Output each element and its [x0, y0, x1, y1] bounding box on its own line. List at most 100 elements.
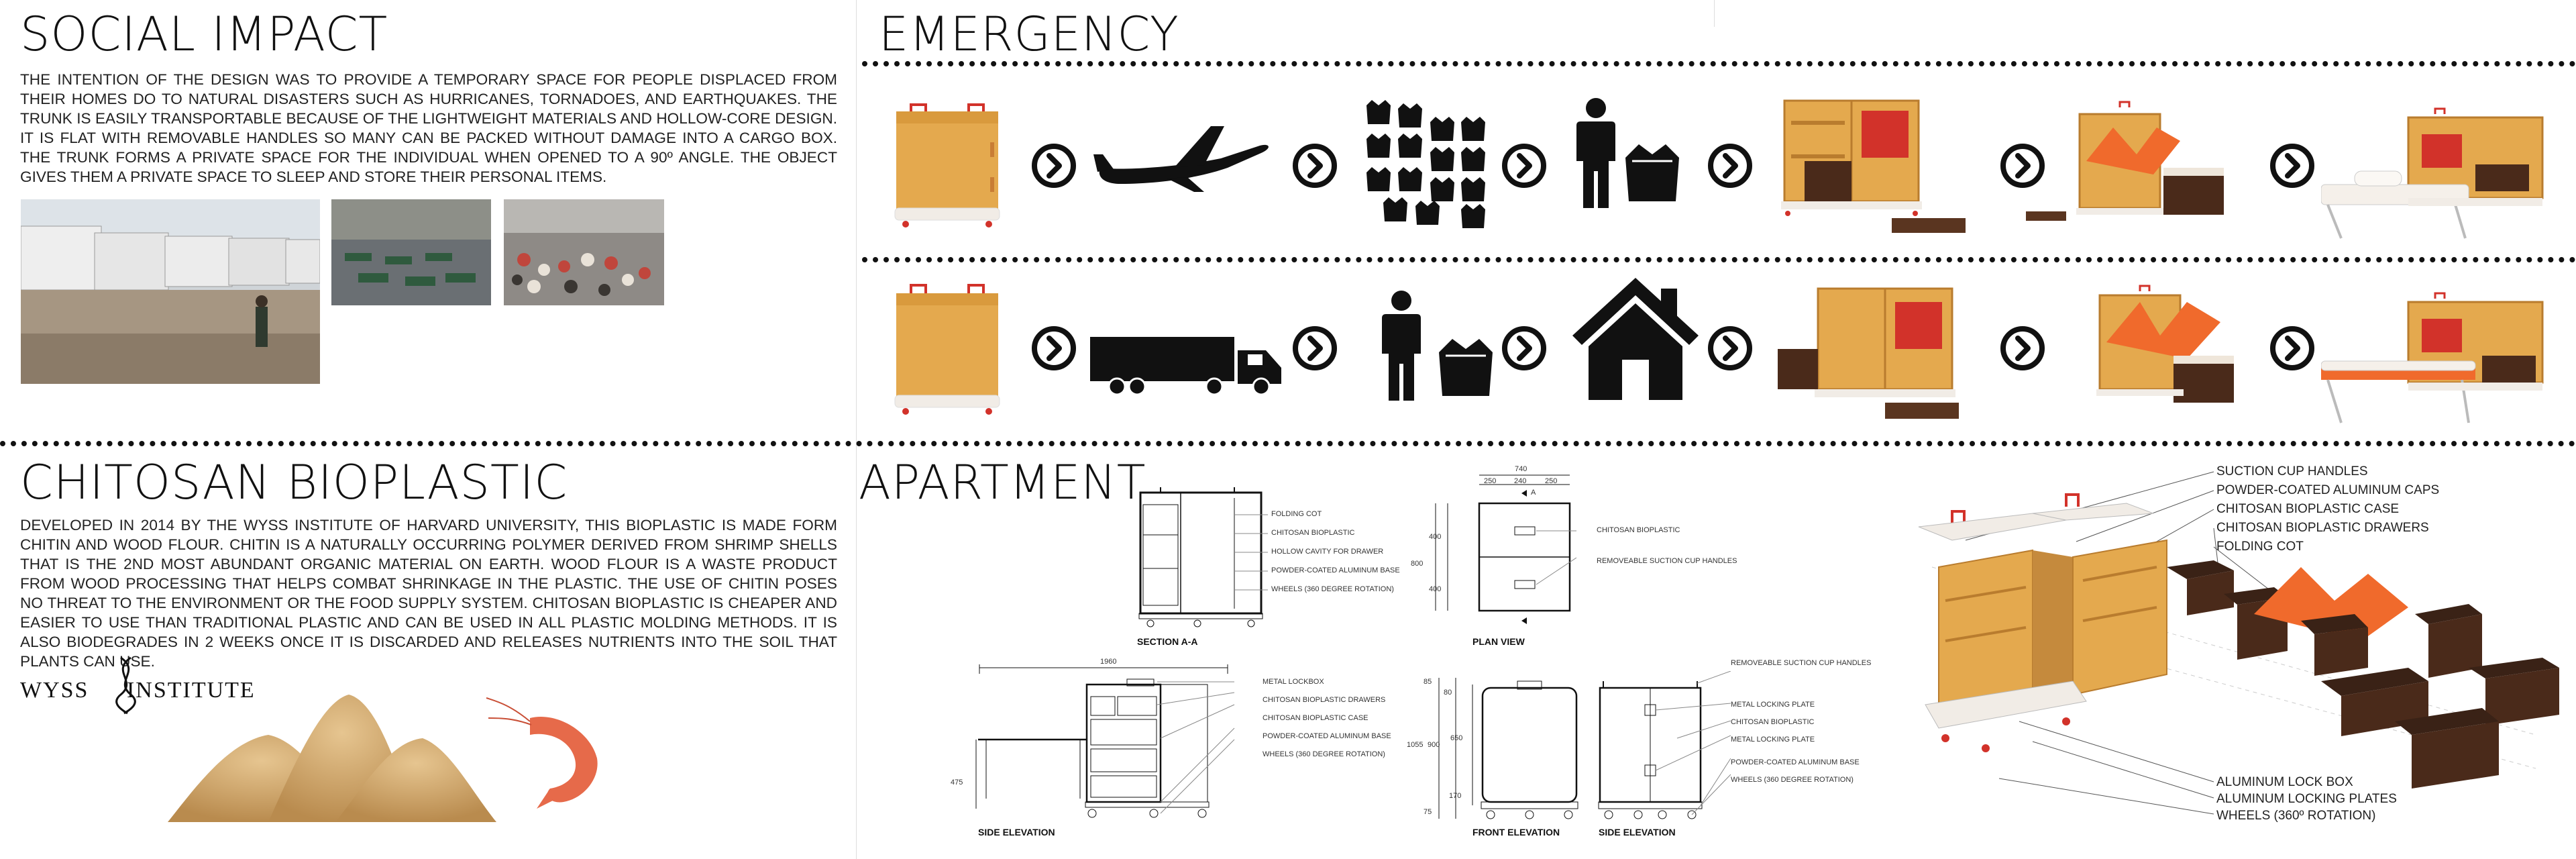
plan-dim: 740 — [1515, 465, 1527, 473]
arrow-circle-icon — [1291, 142, 1338, 189]
side-callout: POWDER-COATED ALUMINUM BASE — [1263, 732, 1391, 740]
front-dim: 650 — [1450, 734, 1463, 742]
apartment-heading: APARTMENT — [859, 455, 1146, 510]
wood-flour-image — [168, 688, 496, 825]
plan-dim: 400 — [1429, 533, 1442, 541]
social-impact-heading: SOCIAL IMPACT — [20, 7, 388, 62]
front-dim: 80 — [1444, 689, 1452, 697]
trunk-bed-mode-2 — [2321, 289, 2556, 430]
side-elevation-2-drawing — [1597, 671, 1731, 825]
plan-label: PLAN VIEW — [1472, 636, 1525, 647]
plane-icon — [1093, 119, 1275, 193]
front-dim: 170 — [1449, 792, 1462, 800]
trunk-cot-unfolding-2 — [2080, 282, 2261, 423]
photo-crowd — [504, 199, 664, 305]
section-label: SECTION A-A — [1137, 636, 1198, 647]
wyss-logo-text: WYSS INSTITUTE — [20, 678, 256, 703]
box-icon — [1622, 141, 1682, 205]
house-icon — [1568, 274, 1703, 401]
arrow-circle-icon — [1291, 325, 1338, 372]
dotted-divider-emergency-top — [862, 61, 2576, 66]
arrow-circle-icon — [1707, 142, 1754, 189]
plan-callout: CHITOSAN BIOPLASTIC — [1597, 526, 1680, 534]
exploded-axon-drawing — [1898, 466, 2569, 829]
side-callout: CHITOSAN BIOPLASTIC CASE — [1263, 714, 1368, 722]
front-dim: 75 — [1424, 808, 1432, 816]
trunk-cot-unfolding-1 — [2012, 101, 2261, 235]
photo-trailers — [21, 199, 320, 384]
side-label: SIDE ELEVATION — [978, 827, 1055, 838]
arrow-circle-icon — [1707, 325, 1754, 372]
boxes-icon — [1362, 94, 1489, 228]
divider-vertical-right — [1714, 0, 1715, 27]
front-dim: 85 — [1424, 678, 1432, 686]
front-callout: POWDER-COATED ALUMINUM BASE — [1731, 758, 1860, 766]
exploded-callout: SUCTION CUP HANDLES — [2216, 464, 2368, 478]
plan-dim: 400 — [1429, 585, 1442, 593]
section-callout: WHEELS (360 DEGREE ROTATION) — [1271, 585, 1394, 593]
front-elevation-drawing — [1429, 671, 1583, 825]
arrow-circle-icon — [1999, 142, 2046, 189]
shrimp-image — [483, 691, 644, 819]
exploded-callout: CHITOSAN BIOPLASTIC DRAWERS — [2216, 521, 2429, 535]
arrow-circle-icon — [2269, 325, 2316, 372]
front-callout: CHITOSAN BIOPLASTIC — [1731, 718, 1815, 726]
trunk-open-storage-1 — [1778, 94, 1972, 238]
dotted-divider-emergency-mid — [862, 257, 2576, 262]
social-impact-body: THE INTENTION OF THE DESIGN WAS TO PROVI… — [20, 71, 837, 185]
arrow-circle-icon — [1030, 325, 1077, 372]
front-label: FRONT ELEVATION — [1472, 827, 1560, 838]
person-icon — [1381, 290, 1422, 401]
plan-dim: 240 — [1514, 477, 1527, 485]
plan-section-marker: A — [1531, 489, 1536, 497]
photo-shelter-cots — [331, 199, 491, 305]
arrow-circle-icon — [1501, 325, 1548, 372]
trunk-closed-2 — [892, 280, 1002, 417]
trunk-open-storage-2 — [1771, 282, 1972, 426]
exploded-callout: ALUMINUM LOCK BOX — [2216, 775, 2353, 789]
arrow-circle-icon — [1030, 142, 1077, 189]
exploded-callout: POWDER-COATED ALUMINUM CAPS — [2216, 483, 2440, 497]
section-callout: HOLLOW CAVITY FOR DRAWER — [1271, 548, 1384, 556]
side-dim: 475 — [951, 778, 963, 787]
arrow-circle-icon — [2269, 142, 2316, 189]
wyss-logo — [20, 654, 262, 715]
front-callout: METAL LOCKING PLATE — [1731, 701, 1815, 709]
side-elevation-drawing — [959, 664, 1241, 825]
plan-callout: REMOVEABLE SUCTION CUP HANDLES — [1597, 557, 1737, 565]
plan-dim: 800 — [1411, 560, 1424, 568]
front-callout: REMOVEABLE SUCTION CUP HANDLES — [1731, 659, 1872, 667]
front-dim: 1055 — [1407, 741, 1424, 749]
truck-icon — [1090, 336, 1285, 396]
chitosan-heading: CHITOSAN BIOPLASTIC — [20, 455, 568, 510]
divider-vertical — [856, 0, 857, 859]
box-icon — [1436, 336, 1496, 399]
side-callout: WHEELS (360 DEGREE ROTATION) — [1263, 750, 1385, 758]
dotted-divider-main — [0, 441, 2576, 446]
arrow-circle-icon — [1999, 325, 2046, 372]
exploded-callout: WHEELS (360º ROTATION) — [2216, 809, 2376, 823]
side-callout: CHITOSAN BIOPLASTIC DRAWERS — [1263, 696, 1386, 704]
section-callout: FOLDING COT — [1271, 510, 1322, 518]
front-dim: 900 — [1428, 741, 1440, 749]
section-callout: CHITOSAN BIOPLASTIC — [1271, 529, 1355, 537]
section-callout: POWDER-COATED ALUMINUM BASE — [1271, 566, 1400, 574]
plan-drawing — [1409, 463, 1576, 634]
exploded-callout: ALUMINUM LOCKING PLATES — [2216, 792, 2397, 806]
exploded-callout: CHITOSAN BIOPLASTIC CASE — [2216, 502, 2400, 516]
arrow-circle-icon — [1501, 142, 1548, 189]
chitosan-body: DEVELOPED IN 2014 BY THE WYSS INSTITUTE … — [20, 517, 837, 670]
side-dim: 1960 — [1100, 658, 1117, 666]
front-callout: WHEELS (360 DEGREE ROTATION) — [1731, 776, 1854, 784]
emergency-heading: EMERGENCY — [879, 7, 1179, 62]
plan-dim: 250 — [1484, 477, 1497, 485]
side-callout: METAL LOCKBOX — [1263, 678, 1324, 686]
side2-label: SIDE ELEVATION — [1599, 827, 1676, 838]
front-callout: METAL LOCKING PLATE — [1731, 736, 1815, 744]
section-drawing — [1134, 485, 1268, 629]
exploded-callout: FOLDING COT — [2216, 540, 2304, 554]
trunk-closed-1 — [892, 102, 1002, 228]
person-icon — [1575, 97, 1617, 208]
plan-dim: 250 — [1545, 477, 1558, 485]
trunk-bed-mode-1 — [2321, 104, 2556, 245]
